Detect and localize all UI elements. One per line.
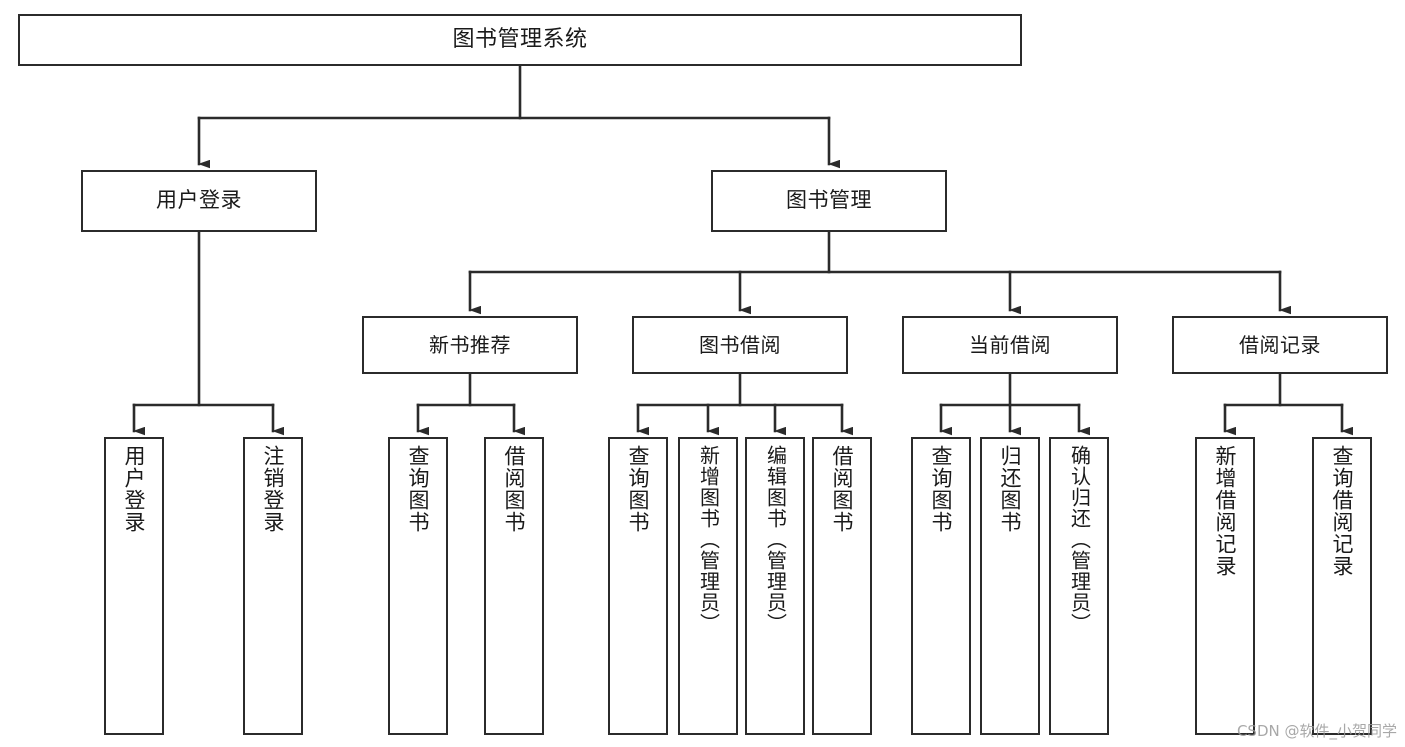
node-label: 借阅记录 [1239,332,1321,357]
node-label: 归还图书 [998,445,1023,533]
leaf-user-login[interactable]: 用户登录 [104,437,164,735]
node-label: 借阅图书 [502,445,527,533]
leaf-confirm-return-admin[interactable]: 确认归还（管理员） [1049,437,1109,735]
node-label: 查询图书 [626,445,651,533]
node-label: 图书借阅 [699,332,781,357]
leaf-return-book[interactable]: 归还图书 [980,437,1040,735]
leaf-edit-book-admin[interactable]: 编辑图书（管理员） [745,437,805,735]
node-label: 查询图书 [406,445,431,533]
leaf-add-book-admin[interactable]: 新增图书（管理员） [678,437,738,735]
leaf-query-borrow-record[interactable]: 查询借阅记录 [1312,437,1372,735]
node-book-borrow[interactable]: 图书借阅 [632,316,848,374]
node-label: 图书管理系统 [452,26,588,52]
node-label: 借阅图书 [830,445,855,533]
node-label: 注销登录 [261,445,286,533]
leaf-logout[interactable]: 注销登录 [243,437,303,735]
node-label: 新增借阅记录 [1213,445,1238,577]
node-root-system[interactable]: 图书管理系统 [18,14,1022,66]
node-borrow-record[interactable]: 借阅记录 [1172,316,1388,374]
leaf-add-borrow-record[interactable]: 新增借阅记录 [1195,437,1255,735]
node-label: 新书推荐 [429,332,511,357]
node-label: 图书管理 [786,188,872,213]
leaf-borrow-book[interactable]: 借阅图书 [812,437,872,735]
node-user-login[interactable]: 用户登录 [81,170,317,232]
node-label: 查询借阅记录 [1330,445,1355,577]
node-label: 编辑图书（管理员） [763,445,788,634]
leaf-borrow-book-new[interactable]: 借阅图书 [484,437,544,735]
node-label: 确认归还（管理员） [1067,445,1092,634]
node-current-borrow[interactable]: 当前借阅 [902,316,1118,374]
leaf-query-book[interactable]: 查询图书 [608,437,668,735]
leaf-query-book-new[interactable]: 查询图书 [388,437,448,735]
leaf-query-book-current[interactable]: 查询图书 [911,437,971,735]
node-label: 新增图书（管理员） [696,445,721,634]
node-new-book-recommend[interactable]: 新书推荐 [362,316,578,374]
node-label: 用户登录 [156,188,242,213]
node-book-management[interactable]: 图书管理 [711,170,947,232]
node-label: 用户登录 [122,445,147,533]
node-label: 当前借阅 [969,332,1051,357]
node-label: 查询图书 [929,445,954,533]
